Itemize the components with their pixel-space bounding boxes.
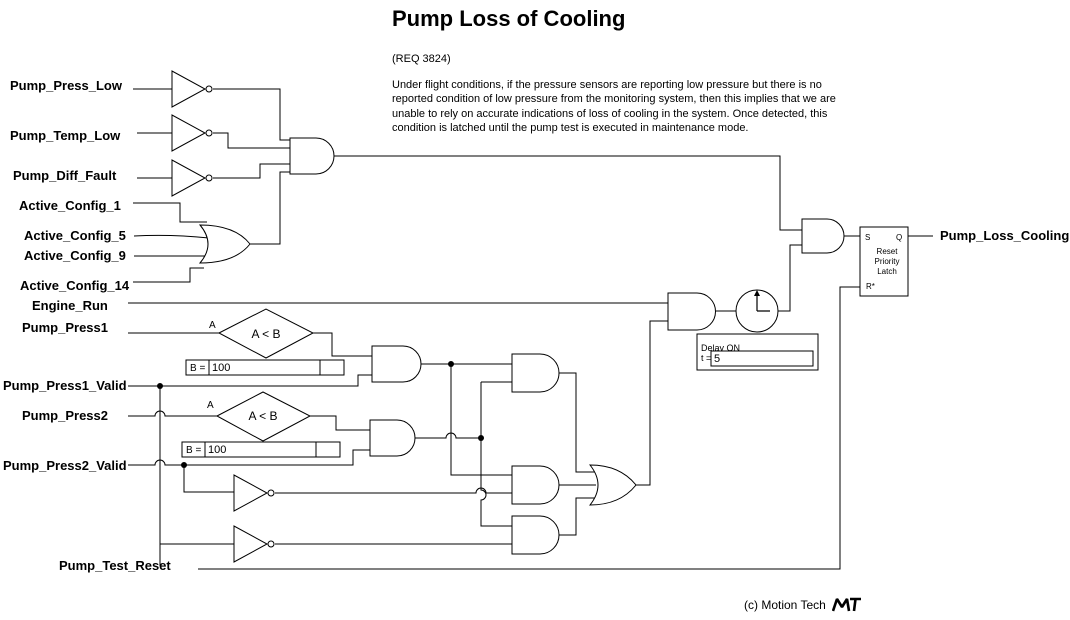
input-label-pump-temp-low: Pump_Temp_Low [10,128,121,143]
wire [415,432,481,439]
latch-port-s: S [865,233,870,242]
not-gate-press1-valid [233,525,275,563]
comparator-operator: A < B [251,327,280,341]
comparator-diamond [215,391,312,442]
junction-dot [181,462,187,468]
timer-t-prefix: t = [701,353,711,363]
comparator-b-value: 100 [208,444,226,456]
wire [213,132,290,149]
input-label-pump-press-low: Pump_Press_Low [10,78,122,93]
timer-t-field [710,350,814,367]
wire [133,267,204,283]
latch-port-r: R* [866,282,875,291]
wire [636,320,668,486]
wire [334,155,802,231]
input-label-pump-press1: Pump_Press1 [22,320,108,335]
not-gate-press-low [171,70,213,108]
requirement-id: (REQ 3824) [392,53,451,65]
input-label-pump-press1-valid: Pump_Press1_Valid [3,378,127,393]
input-label-engine-run: Engine_Run [32,298,108,313]
delay-timer: Delay ON t = 5 [696,289,819,371]
and-gate-final [801,218,845,254]
and-gate-low1-invalid2 [511,465,560,505]
comparator-b-field [181,441,341,458]
output-label-pump-loss-cooling: Pump_Loss_Cooling [940,228,1070,243]
comparator-diamond [217,308,315,359]
input-label-active-config-9: Active_Config_9 [24,248,126,263]
comparator-port-a: A [209,320,216,331]
comparator-2: A A < B B = 100 [181,391,341,458]
wire [183,465,234,493]
wire [160,374,372,387]
wire [450,364,512,476]
junction-dot [448,361,454,367]
not-gate-temp-low [171,114,213,152]
wire [128,449,370,466]
wire [275,487,512,494]
not-gate-press2-valid [233,474,275,512]
and-gate-low2-invalid1 [511,515,560,555]
comparator-port-a: A [207,400,214,411]
comparator-b-prefix: B = [186,445,201,456]
wire [213,163,290,179]
input-label-pump-press2: Pump_Press2 [22,408,108,423]
wire [313,332,372,357]
junction-dot [157,383,163,389]
and-gate-press2 [369,419,416,457]
input-label-active-config-1: Active_Config_1 [19,198,121,213]
or-gate-pressure [588,464,637,506]
junctions [157,361,484,468]
motion-tech-logo [832,597,861,612]
wire [133,234,210,239]
wires [128,88,933,570]
comparator-1: A A < B B = 100 [185,308,345,376]
wire [310,415,370,431]
reset-priority-latch: S Q Reset Priority Latch R* [859,226,909,297]
input-label-pump-test-reset: Pump_Test_Reset [59,558,171,573]
input-label-active-config-5: Active_Config_5 [24,228,126,243]
junction-dot [478,435,484,441]
latch-label-line1: Reset [877,247,899,256]
or-gate-active-config [198,224,251,264]
description-text: Under flight conditions, if the pressure… [392,79,836,134]
input-label-pump-diff-fault: Pump_Diff_Fault [13,168,117,183]
and-gate-press1 [371,345,422,383]
not-gate-diff-fault [171,159,213,197]
wire [198,286,860,570]
and-gate-engine-run [667,292,716,331]
wire [250,171,290,245]
comparator-b-prefix: B = [190,363,205,374]
copyright-footer: (c) Motion Tech [744,598,826,612]
comparator-b-field [185,359,345,376]
wire [778,244,802,312]
and-gate-sensors [289,137,335,175]
timer-mode-label: Delay ON [701,343,740,353]
latch-label-line2: Priority [875,257,900,266]
latch-box [859,226,909,297]
input-label-pump-press2-valid: Pump_Press2_Valid [3,458,127,473]
wire [128,385,161,566]
latch-label-line3: Latch [877,267,897,276]
wire [559,372,596,473]
wire [133,202,207,223]
wire [213,88,290,141]
wire [128,410,217,417]
comparator-b-value: 100 [212,362,230,374]
comparator-operator: A < B [248,409,277,423]
timer-t-value: 5 [714,353,720,365]
page-title: Pump Loss of Cooling [392,6,626,31]
and-gate-both-low [511,353,560,393]
wire [480,382,512,527]
latch-port-q: Q [896,233,902,242]
input-label-active-config-14: Active_Config_14 [20,278,130,293]
wire [559,497,596,536]
